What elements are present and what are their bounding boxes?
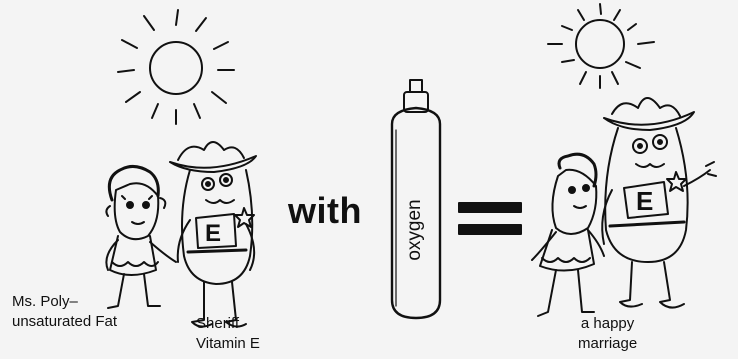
sun-icon	[548, 4, 654, 88]
sun-icon	[118, 10, 234, 124]
ms-poly-label: Ms. Poly– unsaturated Fat	[12, 292, 117, 332]
ms-poly-character	[106, 166, 176, 308]
badge-letter: E	[636, 186, 653, 216]
with-label: with	[288, 190, 362, 232]
result-label: a happy marriage	[578, 314, 637, 354]
sheriff-label: Sheriff Vitamin E	[196, 314, 260, 354]
ms-poly-married	[532, 154, 604, 316]
bottle-label: oxygen	[400, 200, 430, 260]
sheriff-married	[602, 98, 716, 308]
badge-letter: E	[205, 220, 221, 247]
equals-sign	[458, 202, 522, 246]
